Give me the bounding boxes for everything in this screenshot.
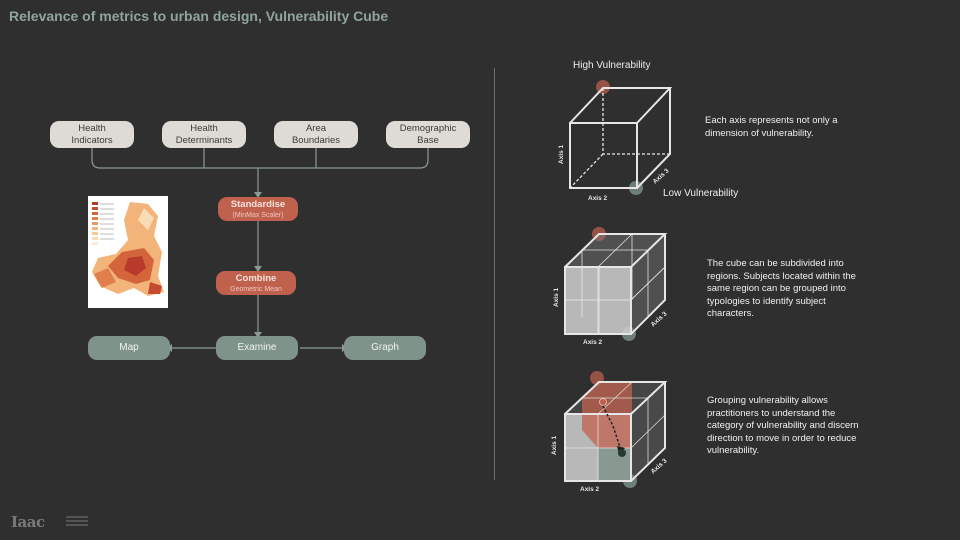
vulnerability-cube-subdivided: Axis 1 Axis 2 Axis 3: [553, 227, 669, 346]
cube3-axis2: Axis 2: [580, 486, 600, 493]
cube2-axis1: Axis 1: [553, 287, 560, 307]
standardise-step: Standardise(MinMax Scaler): [218, 197, 298, 221]
cube2-description: The cube can be subdivided into regions.…: [707, 258, 856, 319]
iaac-logo: Iaac: [11, 513, 45, 531]
input-demographic-base: Demographic Base: [386, 121, 470, 148]
cube1-axis1: Axis 1: [558, 144, 565, 164]
map-output: Map: [88, 336, 170, 360]
cube2-axis2: Axis 2: [583, 339, 603, 346]
column-divider: [494, 68, 495, 480]
input-health-determinants: Health Determinants: [162, 121, 246, 148]
vulnerability-cube-basic: Axis 1 Axis 2 Axis 3: [558, 80, 673, 202]
input-area-boundaries: Area Boundaries: [274, 121, 358, 148]
cube1-axis2: Axis 2: [588, 195, 608, 202]
input-health-indicators: Health Indicators: [50, 121, 134, 148]
page-title: Relevance of metrics to urban design, Vu…: [9, 8, 389, 24]
cube3-description: Grouping vulnerability allows practition…: [707, 395, 859, 456]
cube1-description: Each axis represents not only a dimensio…: [705, 115, 838, 139]
examine-output: Examine: [216, 336, 298, 360]
logo-subtext-lines: [66, 516, 88, 528]
map-thumbnail: [88, 196, 168, 308]
vulnerability-cube-direction: Axis 1 Axis 2 Axis 3: [551, 371, 669, 493]
cube3-axis1: Axis 1: [551, 435, 558, 455]
high-vulnerability-label: High Vulnerability: [573, 60, 651, 71]
low-vulnerability-label: Low Vulnerability: [663, 188, 739, 199]
graph-output: Graph: [344, 336, 426, 360]
